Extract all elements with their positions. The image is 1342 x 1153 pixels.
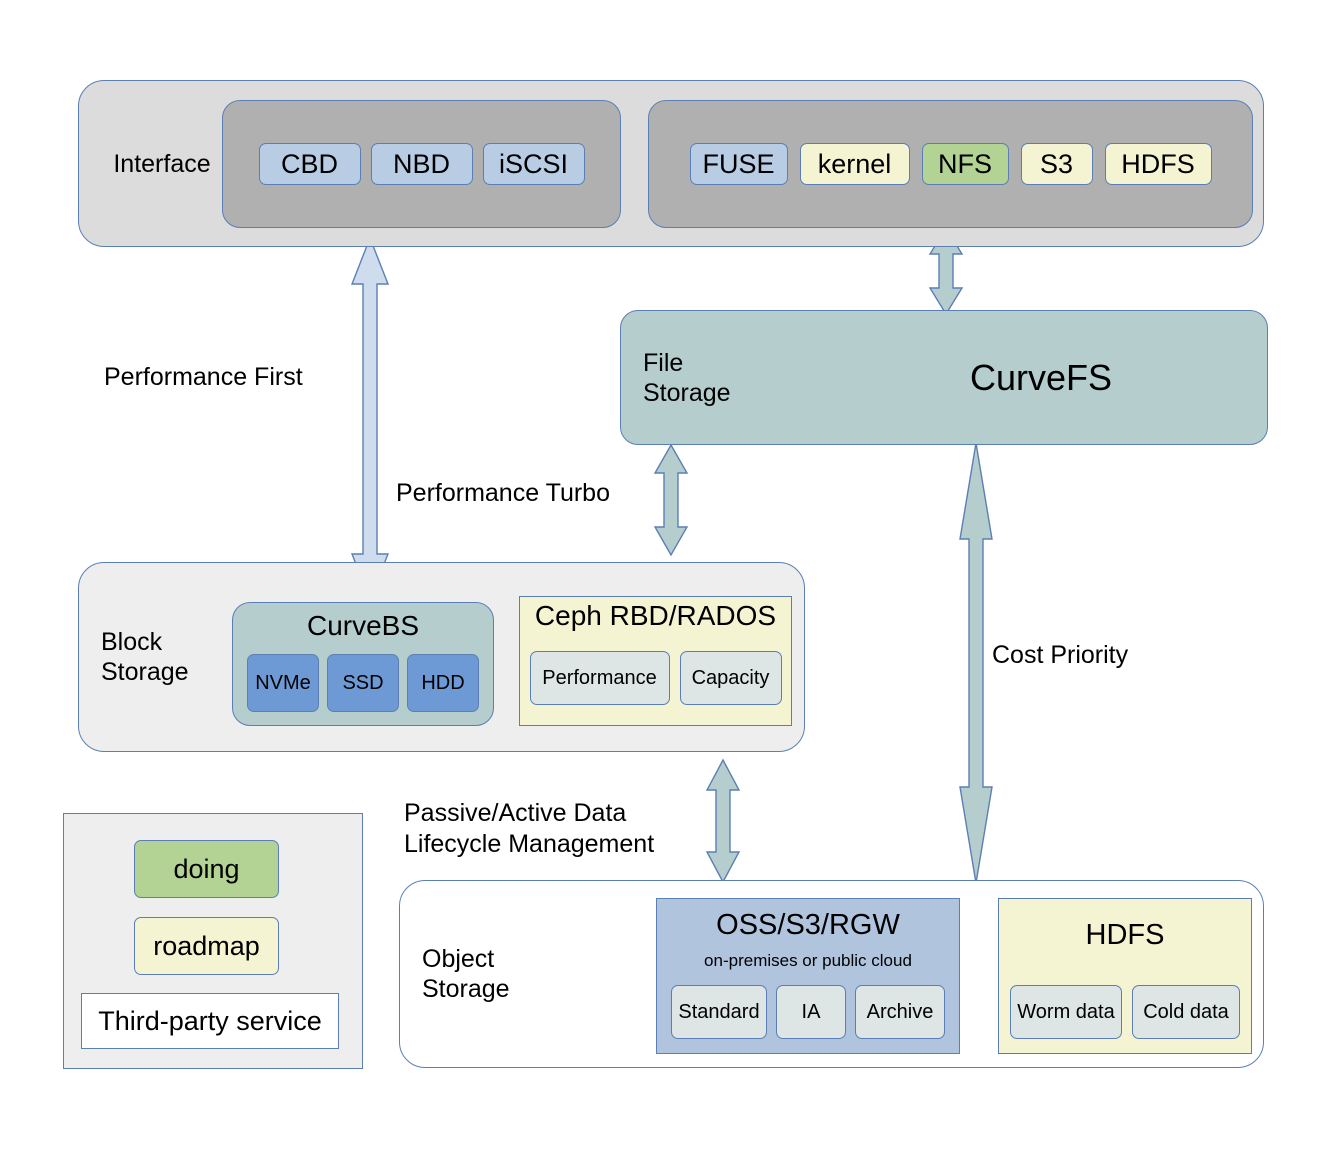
oss-tier-archive[interactable]: Archive <box>855 985 945 1039</box>
object-storage-label: Object Storage <box>422 945 510 1003</box>
file-storage-label: File Storage <box>643 348 731 407</box>
ceph-tier-performance[interactable]: Performance <box>529 651 670 705</box>
legend-item-third-party-service: Third-party service <box>81 993 339 1049</box>
legend-panel: doing roadmap Third-party service <box>63 813 363 1069</box>
oss-subtitle: on-premises or public cloud <box>704 951 912 970</box>
oss-box: OSS/S3/RGW on-premises or public cloud S… <box>656 898 960 1054</box>
file-storage-product: CurveFS <box>969 356 1113 398</box>
block-storage-label: Block Storage <box>101 628 189 686</box>
interface-chip-nfs[interactable]: NFS <box>921 143 1009 185</box>
ceph-tier-capacity[interactable]: Capacity <box>679 651 782 705</box>
hdfs-tier-cold-data[interactable]: Cold data <box>1132 985 1240 1039</box>
block-interface-group: CBD NBD iSCSI <box>222 100 621 228</box>
interface-chip-hdfs[interactable]: HDFS <box>1104 143 1212 185</box>
interface-layer-panel: Interface CBD NBD iSCSI FUSE kernel NFS … <box>78 80 1264 247</box>
legend-item-doing: doing <box>134 840 279 898</box>
curvebs-media-ssd[interactable]: SSD <box>327 654 399 712</box>
interface-chip-cbd[interactable]: CBD <box>258 143 361 185</box>
arrow-performance-first <box>350 236 390 602</box>
interface-chip-iscsi[interactable]: iSCSI <box>482 143 585 185</box>
arrow-label-data-lifecycle: Passive/Active Data Lifecycle Management <box>404 799 655 859</box>
arrow-performance-turbo <box>653 443 689 557</box>
interface-chip-s3[interactable]: S3 <box>1020 143 1093 185</box>
block-storage-panel: Block Storage CurveBS NVMe SSD HDD Ceph … <box>78 562 805 752</box>
ceph-title: Ceph RBD/RADOS <box>534 600 777 631</box>
curvebs-box: CurveBS NVMe SSD HDD <box>232 602 494 726</box>
ceph-box: Ceph RBD/RADOS Performance Capacity <box>519 596 792 726</box>
interface-chip-nbd[interactable]: NBD <box>370 143 473 185</box>
oss-tier-standard[interactable]: Standard <box>671 985 767 1039</box>
arrow-label-cost-priority: Cost Priority <box>992 641 1129 669</box>
oss-tier-ia[interactable]: IA <box>776 985 846 1039</box>
curvebs-title: CurveBS <box>306 610 420 641</box>
oss-title: OSS/S3/RGW <box>716 909 900 941</box>
legend-item-roadmap: roadmap <box>134 917 279 975</box>
interface-chip-fuse[interactable]: FUSE <box>689 143 788 185</box>
hdfs-tier-worm-data[interactable]: Worm data <box>1010 985 1122 1039</box>
hdfs-title: HDFS <box>1085 919 1165 951</box>
curvebs-media-nvme[interactable]: NVMe <box>247 654 319 712</box>
interface-layer-label: Interface <box>113 149 211 178</box>
curvebs-media-hdd[interactable]: HDD <box>407 654 479 712</box>
hdfs-box: HDFS Worm data Cold data <box>998 898 1252 1054</box>
file-storage-panel: File Storage CurveFS <box>620 310 1268 445</box>
arrow-label-performance-turbo: Performance Turbo <box>396 479 610 507</box>
file-interface-group: FUSE kernel NFS S3 HDFS <box>648 100 1253 228</box>
arrow-label-performance-first: Performance First <box>104 363 303 391</box>
interface-chip-kernel[interactable]: kernel <box>799 143 910 185</box>
object-storage-panel: Object Storage OSS/S3/RGW on-premises or… <box>399 880 1264 1068</box>
